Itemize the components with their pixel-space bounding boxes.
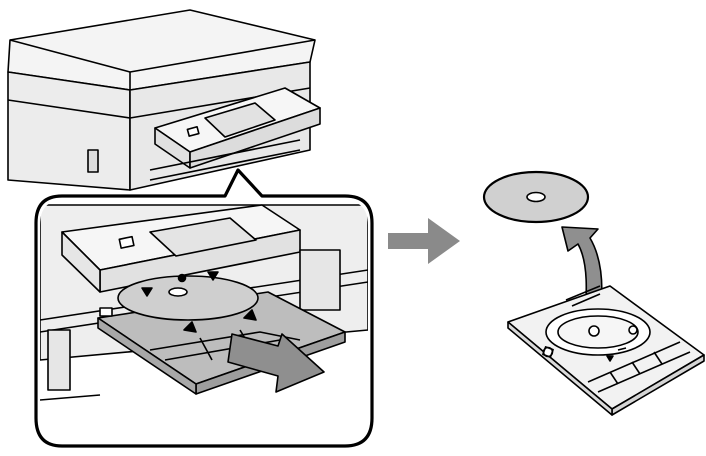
cd-tray-icon — [40, 204, 368, 401]
step-arrow-icon — [388, 218, 460, 264]
printer-icon — [7, 9, 321, 191]
cd-tray-icon — [507, 285, 705, 416]
pull-out-arrow-icon — [227, 333, 325, 393]
cd-disc-icon — [482, 170, 590, 224]
